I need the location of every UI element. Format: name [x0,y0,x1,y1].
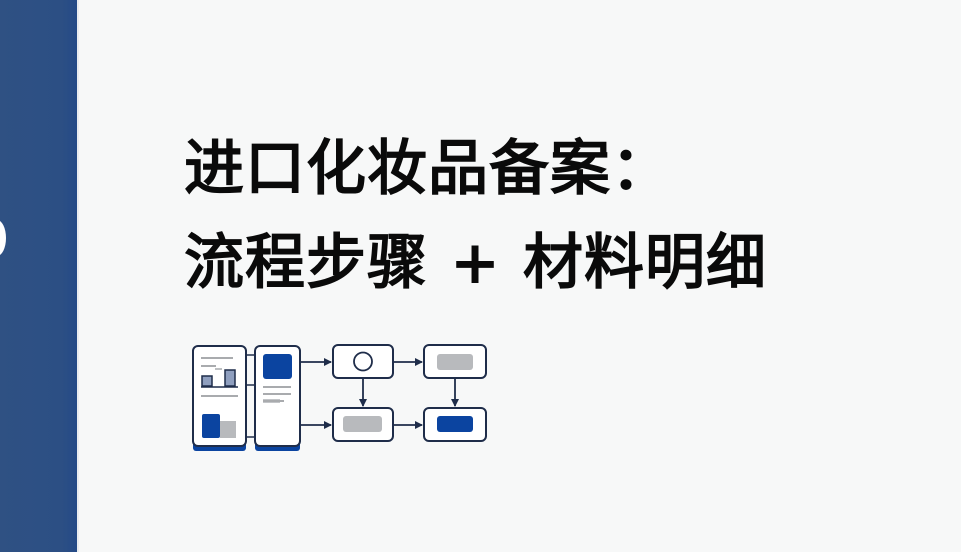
side-tab-handle[interactable] [0,220,6,256]
flow-start-circle-icon [332,344,394,379]
page-title-line-2: 流程步骤 + 材料明细 [184,228,768,298]
sidebar-divider [77,0,79,552]
sidebar-band [0,0,77,552]
flow-step-icon [332,407,394,442]
page-title-line-1: 进口化妆品备案： [184,134,672,204]
flow-step-icon [423,344,487,379]
document-chart-icon [192,345,247,451]
document-image-icon [254,345,301,451]
flow-final-step-icon [423,407,487,442]
process-illustration [185,335,495,460]
